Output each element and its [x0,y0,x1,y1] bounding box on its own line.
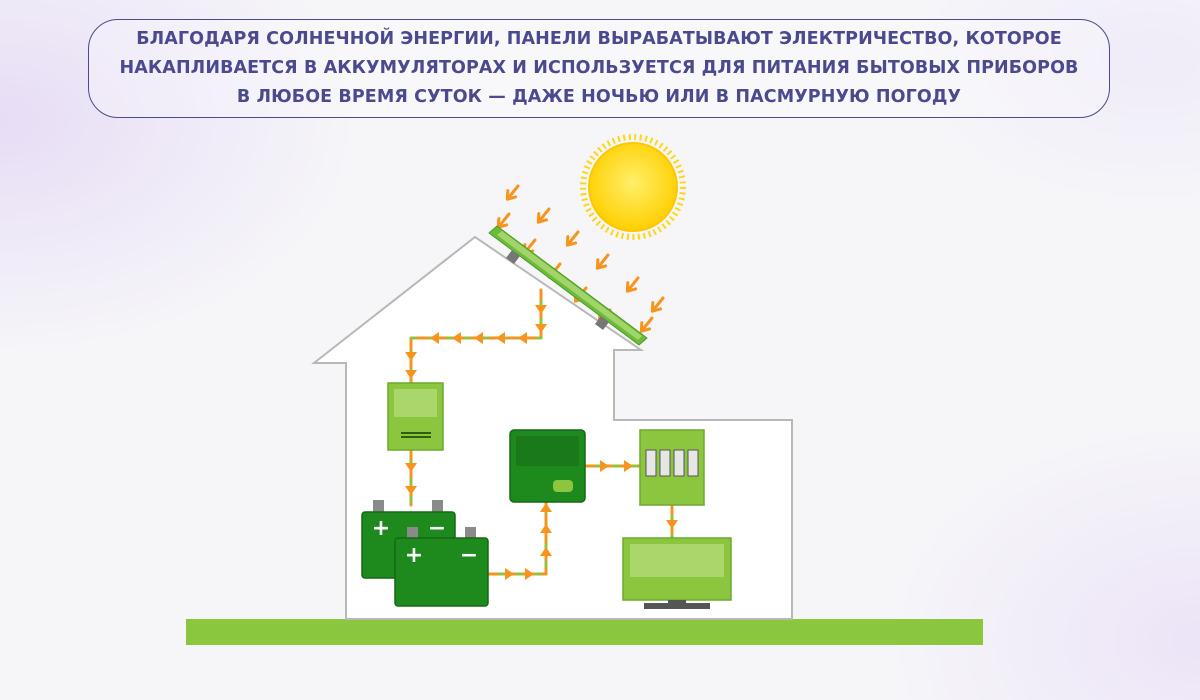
ground [186,619,983,645]
energy-flow-arrow-icon [405,305,678,580]
solar-panel-icon [488,225,648,346]
sun-ray-arrowhead [595,258,608,270]
sun-ray-arrowhead [639,321,652,333]
sun-ray-arrowhead [536,212,549,224]
tv-icon [622,537,732,609]
sun-icon [580,134,686,240]
sun-ray-arrow [567,230,580,245]
battery-plus-symbol: + [405,543,423,568]
caption-text: БЛАГОДАРЯ СОЛНЕЧНОЙ ЭНЕРГИИ, ПАНЕЛИ ВЫРА… [119,29,1079,107]
sun-ray-arrowhead [565,235,578,247]
caption-box: БЛАГОДАРЯ СОЛНЕЧНОЙ ЭНЕРГИИ, ПАНЕЛИ ВЫРА… [88,19,1110,118]
sun-ray-arrow [597,253,610,268]
battery-plus-symbol: + [372,516,390,541]
sun-ray-arrowhead [505,189,518,201]
sun-ray-arrowhead [625,281,638,293]
battery-icon: + − [394,527,489,607]
sun-ray-arrow [652,296,665,311]
sun-ray-arrow [627,276,640,291]
inverter-icon [509,429,586,503]
battery-minus-symbol: − [460,543,478,568]
charge-controller-icon [387,382,444,451]
distribution-board-icon [639,429,705,506]
sun-ray-arrow [498,212,511,227]
sun-ray-arrow [507,184,520,199]
sun-ray-arrow [641,316,654,331]
sun-ray-arrowhead [650,301,663,313]
battery-minus-symbol: − [428,516,446,541]
sun-ray-arrow [538,207,551,222]
